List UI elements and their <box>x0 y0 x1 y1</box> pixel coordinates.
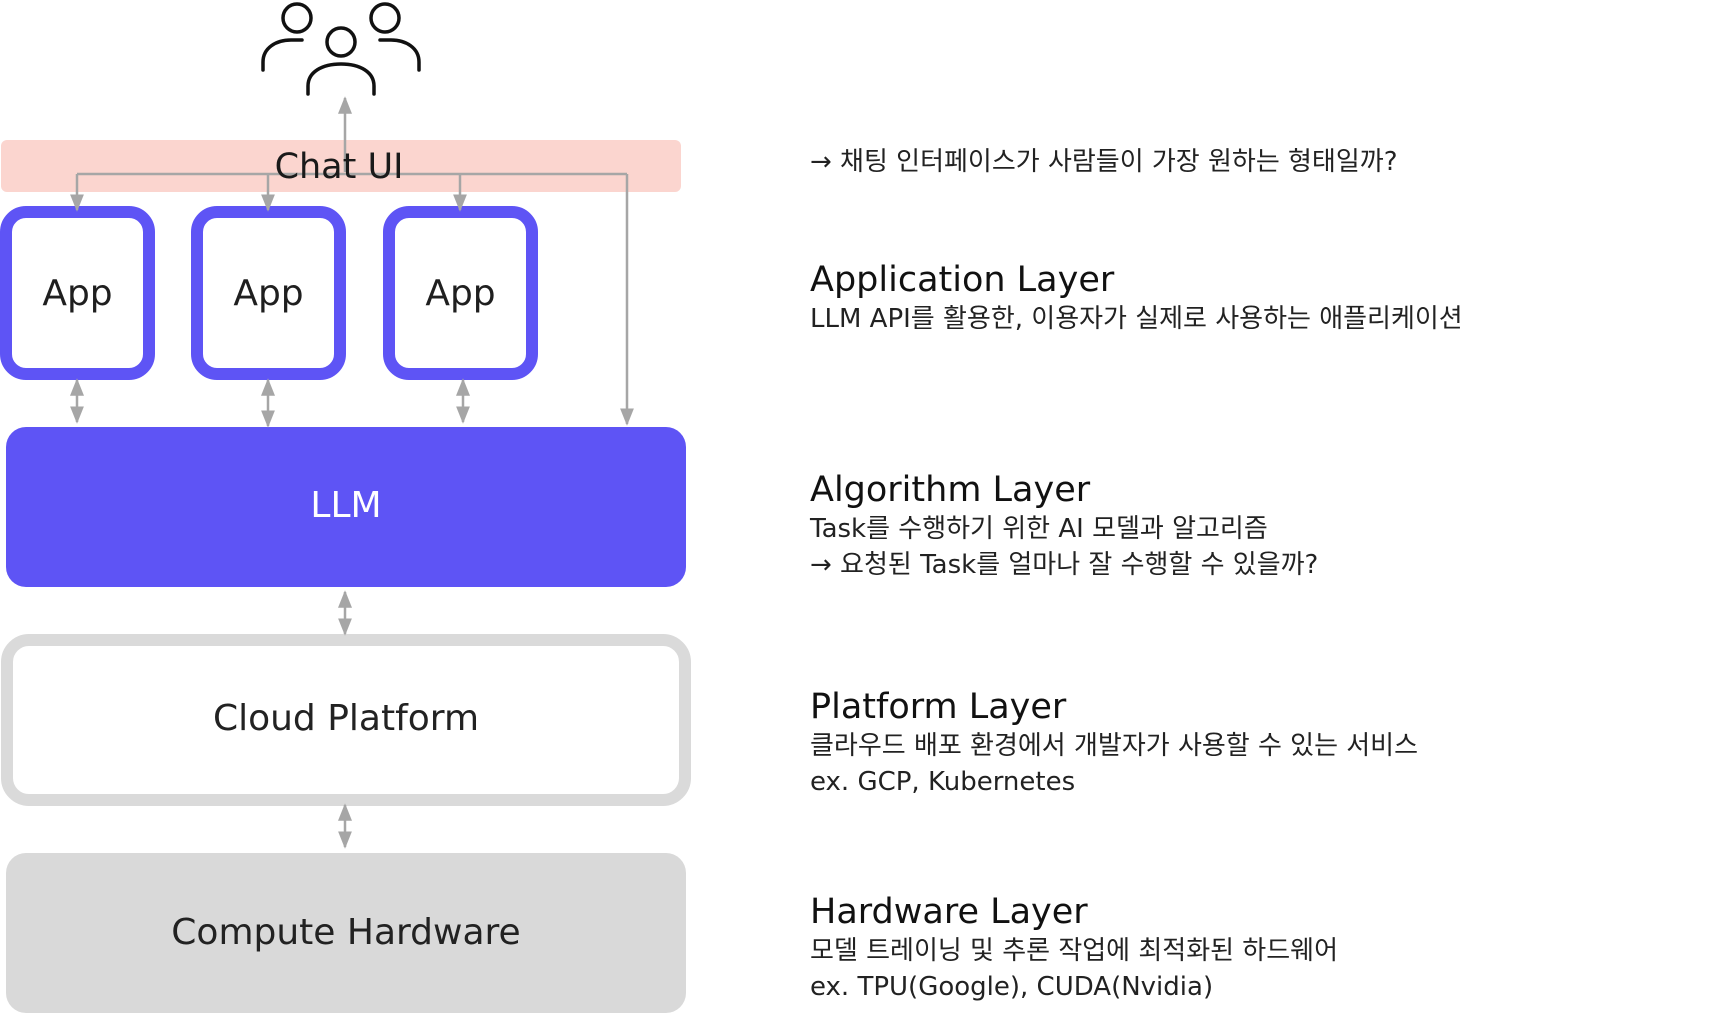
application-layer-title: Application Layer <box>810 260 1115 300</box>
app-box-3 <box>383 206 538 380</box>
algorithm-layer-line-2: → 요청된 Task를 얼마나 잘 수행할 수 있을까? <box>810 550 1319 580</box>
app-box-1 <box>0 206 155 380</box>
platform-layer-title: Platform Layer <box>810 687 1067 727</box>
platform-layer-line-2: ex. GCP, Kubernetes <box>810 767 1076 797</box>
cloud-platform-box <box>1 634 691 806</box>
hardware-layer-title: Hardware Layer <box>810 892 1088 932</box>
application-layer-line-1: LLM API를 활용한, 이용자가 실제로 사용하는 애플리케이션 <box>810 304 1463 334</box>
platform-layer-line-1: 클라우드 배포 환경에서 개발자가 사용할 수 있는 서비스 <box>810 731 1419 761</box>
users-group-icon <box>261 2 421 96</box>
chat-ui-note: → 채팅 인터페이스가 사람들이 가장 원하는 형태일까? <box>810 144 1690 180</box>
connectors <box>70 96 634 849</box>
application-layer-description: Application Layer LLM API를 활용한, 이용자가 실제로… <box>810 259 1690 337</box>
platform-layer-description: Platform Layer 클라우드 배포 환경에서 개발자가 사용할 수 있… <box>810 686 1690 800</box>
llm-label: LLM <box>310 484 382 526</box>
chat-ui-band <box>1 140 681 192</box>
algorithm-layer-line-1: Task를 수행하기 위한 AI 모델과 알고리즘 <box>810 514 1268 544</box>
app-label-2: App <box>233 272 304 314</box>
hardware-layer-line-2: ex. TPU(Google), CUDA(Nvidia) <box>810 972 1214 1002</box>
hardware-layer-line-1: 모델 트레이닝 및 추론 작업에 최적화된 하드웨어 <box>810 936 1338 966</box>
app-box-2 <box>191 206 346 380</box>
app-label-1: App <box>42 272 113 314</box>
cloud-platform-label: Cloud Platform <box>212 697 480 739</box>
app-label-3: App <box>425 272 496 314</box>
chat-ui-note-text: → 채팅 인터페이스가 사람들이 가장 원하는 형태일까? <box>810 147 1398 177</box>
algorithm-layer-description: Algorithm Layer Task를 수행하기 위한 AI 모델과 알고리… <box>810 469 1690 583</box>
hardware-layer-description: Hardware Layer 모델 트레이닝 및 추론 작업에 최적화된 하드웨… <box>810 891 1690 1005</box>
compute-hardware-box <box>6 853 686 1013</box>
chat-ui-label: Chat UI <box>274 147 404 187</box>
algorithm-layer-title: Algorithm Layer <box>810 470 1091 510</box>
compute-hardware-label: Compute Hardware <box>171 911 521 953</box>
llm-box <box>6 427 686 587</box>
